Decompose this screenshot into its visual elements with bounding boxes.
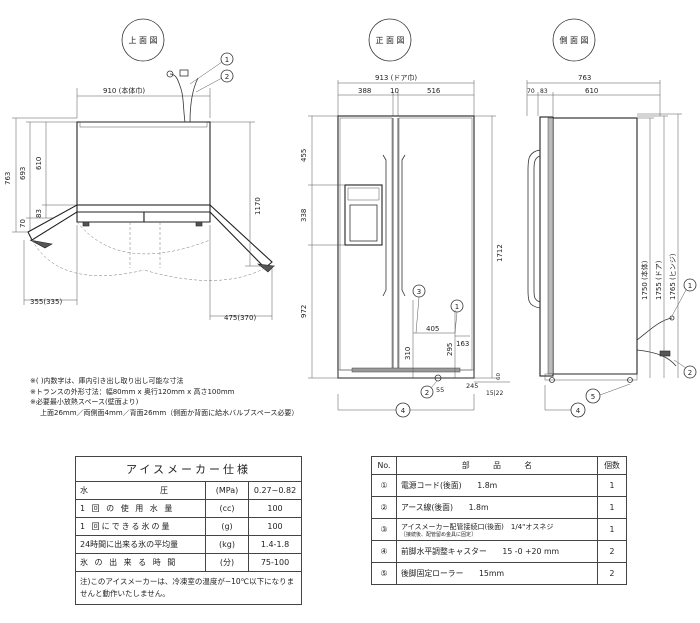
dim-top-83: 83: [35, 209, 43, 218]
svg-text:2: 2: [425, 389, 429, 397]
dim-front-15-22: 15|22: [486, 390, 503, 397]
dim-top-763: 763: [4, 172, 12, 185]
dim-side-83: 83: [540, 88, 548, 95]
dim-front-163: 163: [456, 340, 469, 348]
callout-1-side: [683, 278, 697, 292]
parts-table-header: No. 部 品 名 個数: [371, 456, 627, 475]
dim-top-width: 910 (本体巾): [103, 86, 145, 95]
top-view-title: 上 面 図: [121, 18, 165, 62]
table-row: ① 電源コード(後面) 1.8m 1: [371, 474, 627, 497]
dim-top-610: 610: [35, 157, 43, 170]
dim-front-338: 338: [300, 209, 308, 222]
dim-top-475: 475(370): [224, 314, 256, 322]
parts-table: No. 部 品 名 個数 ① 電源コード(後面) 1.8m 1 ② アース線(後…: [371, 456, 627, 585]
callout-2-side: [683, 365, 697, 379]
table-row: 1 回 の 使 用 水 量 (cc) 100: [75, 499, 302, 518]
dim-front-55: 55: [436, 386, 444, 394]
front-view-body: [337, 115, 475, 379]
part-3-name: アイスメーカー配管接続口(後面) 1/4"オスネジ: [401, 522, 554, 531]
dim-front-388: 388: [358, 87, 371, 95]
side-view-title: 側 面 図: [552, 18, 596, 62]
table-row: ③ アイスメーカー配管接続口(後面) 1/4"オスネジ ［接続後、配管留め金具に…: [371, 518, 627, 541]
svg-text:4: 4: [401, 407, 406, 415]
front-view-drawing: 913 (ドア巾) 388 10 516 455 338 972 1712: [300, 73, 510, 418]
ice-dispenser: [344, 184, 383, 246]
side-view-drawing: 763 70 83 610 1 2 1750 (本体) 1755 (ド: [526, 74, 697, 418]
dim-front-1712: 1712: [496, 244, 504, 262]
spec-table-title: アイスメーカー仕様: [75, 456, 302, 482]
table-row: 水 圧 (MPa) 0.27~0.82: [75, 481, 302, 500]
dim-front-405: 405: [426, 325, 439, 333]
dim-front-972: 972: [300, 305, 308, 318]
table-row: ② アース線(後面) 1.8m 1: [371, 496, 627, 519]
dim-front-295: 295: [446, 343, 454, 356]
note-2: ※トランスの外形寸法：幅80mm x 奥行120mm x 高さ100mm: [30, 387, 235, 396]
dim-side-1750: 1750 (本体): [640, 260, 649, 300]
dim-front-455: 455: [300, 149, 308, 162]
dim-top-355: 355(335): [30, 298, 62, 306]
note-3: ※必要最小放熱スペース(壁面より): [30, 398, 139, 406]
dim-front-913: 913 (ドア巾): [375, 73, 417, 82]
front-view-title-text: 正 面 図: [375, 36, 404, 45]
svg-text:5: 5: [591, 393, 595, 401]
side-view-title-text: 側 面 図: [559, 35, 588, 45]
dim-side-763: 763: [578, 74, 591, 82]
table-row: ④ 前脚水平調整キャスター 15 -0 +20 mm 2: [371, 540, 627, 563]
ice-maker-spec-table: アイスメーカー仕様 水 圧 (MPa) 0.27~0.82 1 回 の 使 用 …: [75, 456, 302, 605]
note-4: 上面26mm／両側面4mm／背面26mm（側面か背面に給水バルブスペース必要）: [40, 408, 299, 417]
svg-text:2: 2: [225, 73, 229, 81]
table-row: 氷 の 出 来 る 時 間 (分) 75-100: [75, 553, 302, 572]
callout-4-side: [570, 402, 586, 418]
dim-front-310: 310: [404, 347, 412, 360]
svg-text:4: 4: [576, 407, 581, 415]
svg-text:3: 3: [417, 288, 421, 296]
top-view-title-text: 上 面 図: [128, 36, 157, 45]
callout-1-top: [220, 52, 234, 66]
callout-5-side: [585, 388, 601, 404]
dim-front-60: 60: [496, 373, 502, 380]
spec-table-note: 注)このアイスメーカーは、冷凍室の温度が−10℃以下になりませんと動作いたしませ…: [75, 571, 302, 605]
dim-front-245: 245: [466, 382, 478, 390]
dim-side-70: 70: [527, 88, 535, 95]
dim-side-1755: 1755 (ドア): [655, 260, 663, 300]
dim-side-1765: 1765 (ヒンジ): [669, 253, 677, 300]
side-view-body: [552, 117, 638, 375]
note-1: ※( )内数字は、庫内引き出し取り出し可能な寸法: [30, 377, 184, 385]
svg-text:2: 2: [688, 369, 692, 377]
table-row: ⑤ 後脚固定ローラー 15mm 2: [371, 562, 627, 585]
top-view-drawing: 910 (本体巾) 1 2 763 693 610 83 70: [4, 52, 275, 322]
table-row: 1 回にできる氷の量 (g) 100: [75, 517, 302, 536]
front-view-title: 正 面 図: [368, 18, 412, 62]
table-row: 24時間に出来る氷の平均量 (kg) 1.4-1.8: [75, 535, 302, 554]
svg-text:1: 1: [225, 56, 229, 64]
dim-top-70: 70: [19, 219, 27, 228]
dim-top-1170: 1170: [254, 197, 262, 215]
callout-2-front: [420, 385, 434, 399]
part-3-sub: ［接続後、配管留め金具に固定］: [401, 531, 477, 538]
svg-text:1: 1: [455, 303, 459, 311]
dim-front-10: 10: [390, 87, 399, 95]
callout-4-front: [395, 402, 411, 418]
dim-side-610: 610: [585, 87, 598, 95]
dim-top-693: 693: [19, 167, 27, 180]
svg-text:1: 1: [688, 282, 692, 290]
top-view-body: [76, 121, 211, 206]
notes-block: ※( )内数字は、庫内引き出し取り出し可能な寸法 ※トランスの外形寸法：幅80m…: [30, 376, 298, 418]
dim-front-516: 516: [427, 87, 441, 95]
callout-2-top: [220, 69, 234, 83]
